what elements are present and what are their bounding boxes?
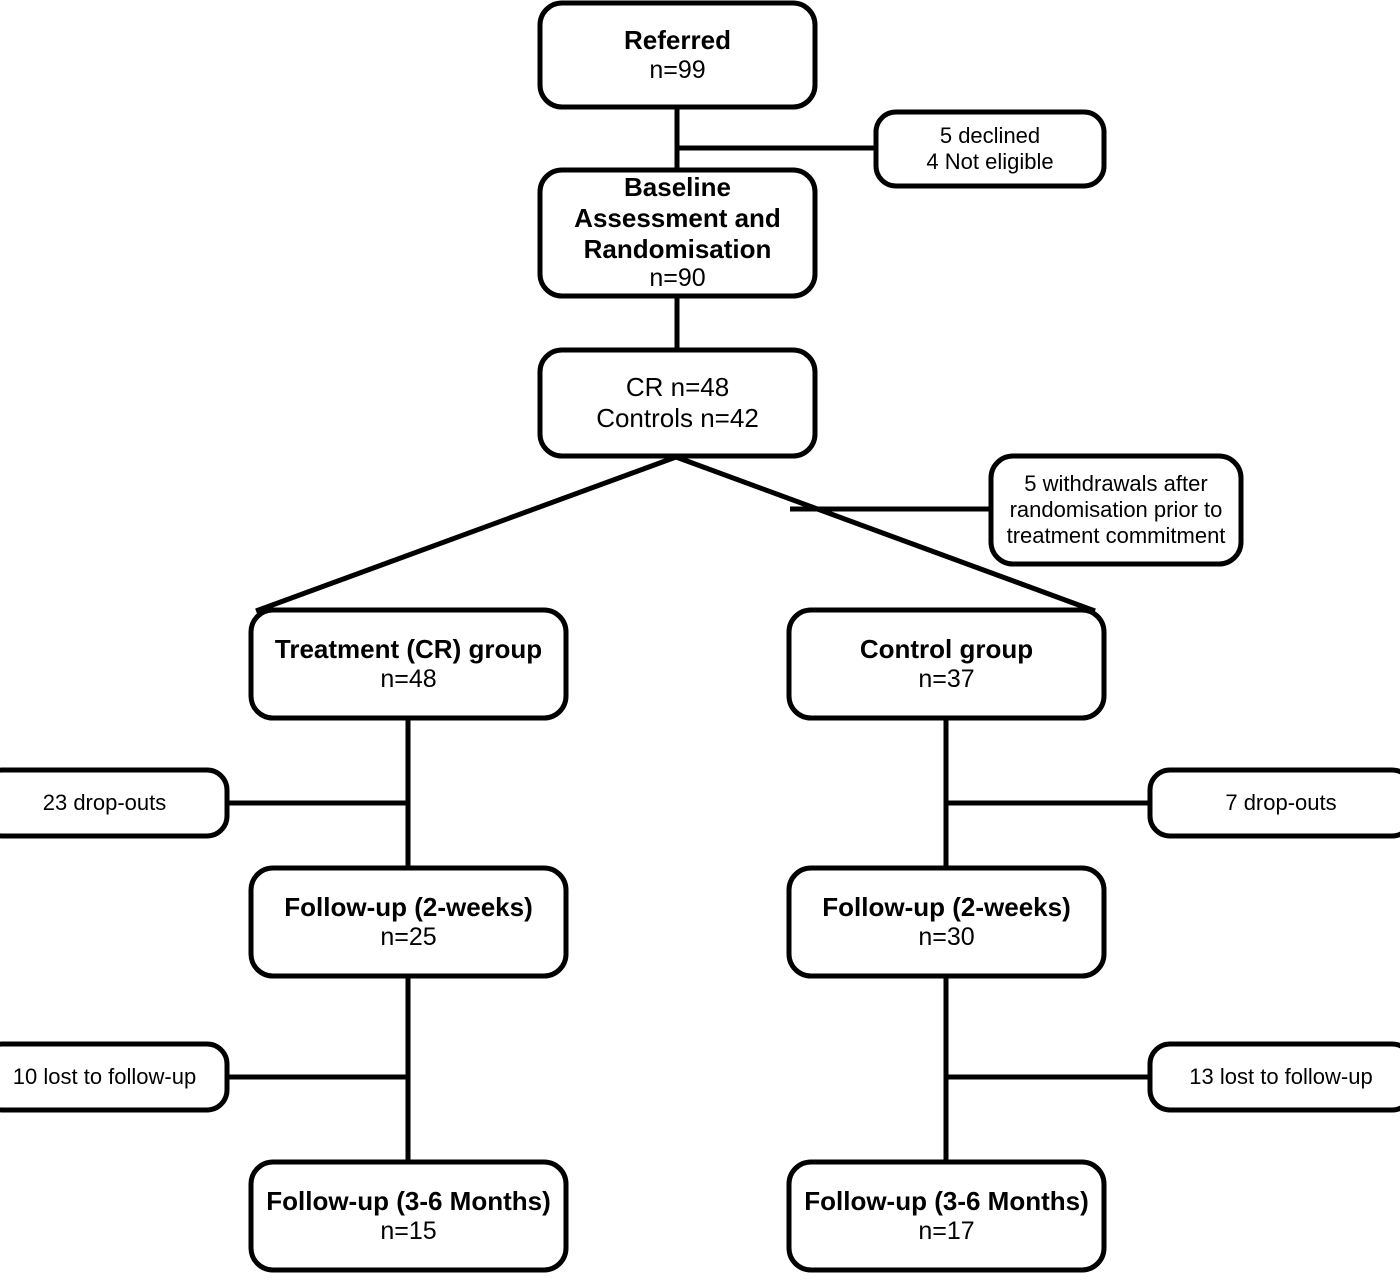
node-treatment-group: [248, 607, 569, 721]
node-baseline: [537, 167, 818, 299]
node-control-lost: [1147, 1041, 1400, 1113]
connector-allocation-to-treatment: [255, 454, 677, 614]
node-control-followup-36m: [786, 1159, 1107, 1273]
node-withdrawals: [988, 453, 1244, 567]
node-treatment-followup-2w: [248, 865, 569, 979]
node-treatment-followup-36m: [248, 1159, 569, 1273]
connector-allocation-to-control: [675, 454, 1096, 614]
node-allocation: [537, 347, 818, 459]
node-control-group: [786, 607, 1107, 721]
node-referred: [537, 0, 818, 110]
node-declined: [873, 109, 1107, 189]
node-treatment-dropouts: [0, 767, 230, 839]
node-control-dropouts: [1147, 767, 1400, 839]
node-treatment-lost: [0, 1041, 230, 1113]
node-control-followup-2w: [786, 865, 1107, 979]
